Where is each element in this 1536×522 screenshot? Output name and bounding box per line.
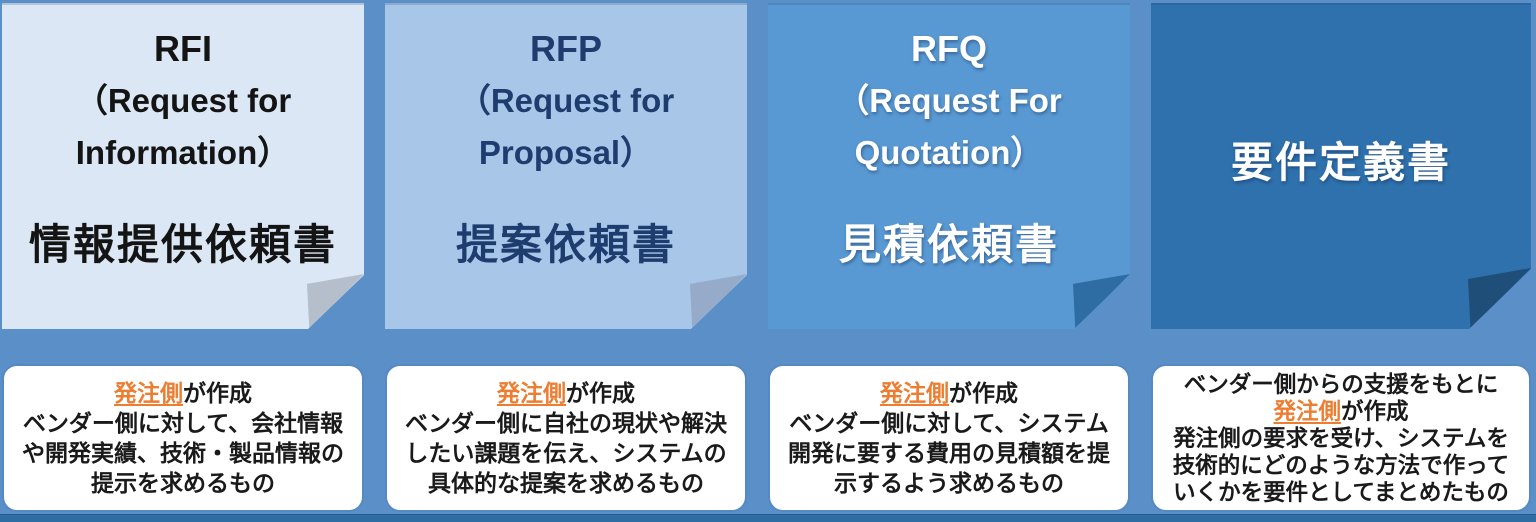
folded-corner-icon — [1468, 268, 1531, 329]
requirements-definition-author-highlight: 発注側 — [1273, 398, 1341, 424]
rfp-japanese-name: 提案依頼書 — [455, 221, 676, 268]
rfi-acronym: RFI — [154, 28, 212, 69]
rfi-description-box: 発注側が作成 ベンダー側に対して、会社情報や開発実績、技術・製品情報の提示を求め… — [2, 364, 364, 512]
rfi-title-card: RFI （Request for Information） 情報提供依頼書 — [2, 3, 364, 329]
rfi-author-highlight: 発注側 — [114, 380, 183, 406]
columns-row: RFI （Request for Information） 情報提供依頼書 発注… — [2, 3, 1531, 512]
rfp-english-name: （Request for Proposal） — [457, 82, 675, 171]
bottom-accent-band — [0, 514, 1536, 522]
folded-corner-icon — [307, 274, 364, 329]
rfp-author-highlight: 発注側 — [497, 380, 566, 406]
column-requirements-definition: 要件定義書 ベンダー側からの支援をもとに 発注側が作成 発注側の要求を受け、シス… — [1151, 3, 1531, 512]
rfp-title-card: RFP （Request for Proposal） 提案依頼書 — [385, 3, 747, 329]
rfq-author-line: 発注側が作成 — [780, 378, 1118, 408]
rfq-acronym: RFQ — [911, 28, 987, 69]
column-rfq: RFQ （Request For Quotation） 見積依頼書 発注側が作成… — [768, 3, 1130, 512]
requirements-definition-description-box: ベンダー側からの支援をもとに 発注側が作成 発注側の要求を受け、システムを技術的… — [1151, 364, 1531, 512]
rfq-description-box: 発注側が作成 ベンダー側に対して、システム開発に要する費用の見積額を提示するよう… — [768, 364, 1130, 512]
rfp-author-suffix: が作成 — [566, 380, 635, 406]
rfp-description-text: ベンダー側に自社の現状や解決したい課題を伝え、システムの具体的な提案を求めるもの — [405, 410, 727, 496]
requirements-definition-title-card: 要件定義書 — [1151, 3, 1531, 329]
column-rfi: RFI （Request for Information） 情報提供依頼書 発注… — [2, 3, 364, 512]
folded-corner-icon — [1073, 274, 1130, 329]
requirements-definition-intro-line: ベンダー側からの支援をもとに — [1183, 371, 1499, 397]
rfi-description-text: ベンダー側に対して、会社情報や開発実績、技術・製品情報の提示を求めるもの — [22, 410, 344, 496]
rfq-author-suffix: が作成 — [949, 380, 1018, 406]
rfp-author-line: 発注側が作成 — [397, 378, 735, 408]
rfq-description-text: ベンダー側に対して、システム開発に要する費用の見積額を提示するよう求めるもの — [788, 410, 1110, 496]
rfi-author-line: 発注側が作成 — [14, 378, 352, 408]
rfi-author-suffix: が作成 — [183, 380, 252, 406]
rfp-description-box: 発注側が作成 ベンダー側に自社の現状や解決したい課題を伝え、システムの具体的な提… — [385, 364, 747, 512]
column-rfp: RFP （Request for Proposal） 提案依頼書 発注側が作成 … — [385, 3, 747, 512]
requirements-definition-japanese-name: 要件定義書 — [1230, 138, 1451, 186]
rfq-author-highlight: 発注側 — [880, 380, 949, 406]
rfq-japanese-name: 見積依頼書 — [838, 221, 1059, 268]
requirements-definition-author-line: 発注側が作成 — [1163, 398, 1519, 425]
rfi-japanese-name: 情報提供依頼書 — [28, 221, 337, 268]
requirements-definition-author-suffix: が作成 — [1341, 398, 1409, 424]
rfq-english-name: （Request For Quotation） — [836, 82, 1062, 171]
requirements-definition-description-text: 発注側の要求を受け、システムを技術的にどのような方法で作っていくかを要件としてま… — [1172, 425, 1510, 505]
rfp-acronym: RFP — [530, 28, 602, 69]
rfi-english-name: （Request for Information） — [74, 82, 292, 171]
folded-corner-icon — [690, 274, 747, 329]
rfq-title-card: RFQ （Request For Quotation） 見積依頼書 — [768, 3, 1130, 329]
